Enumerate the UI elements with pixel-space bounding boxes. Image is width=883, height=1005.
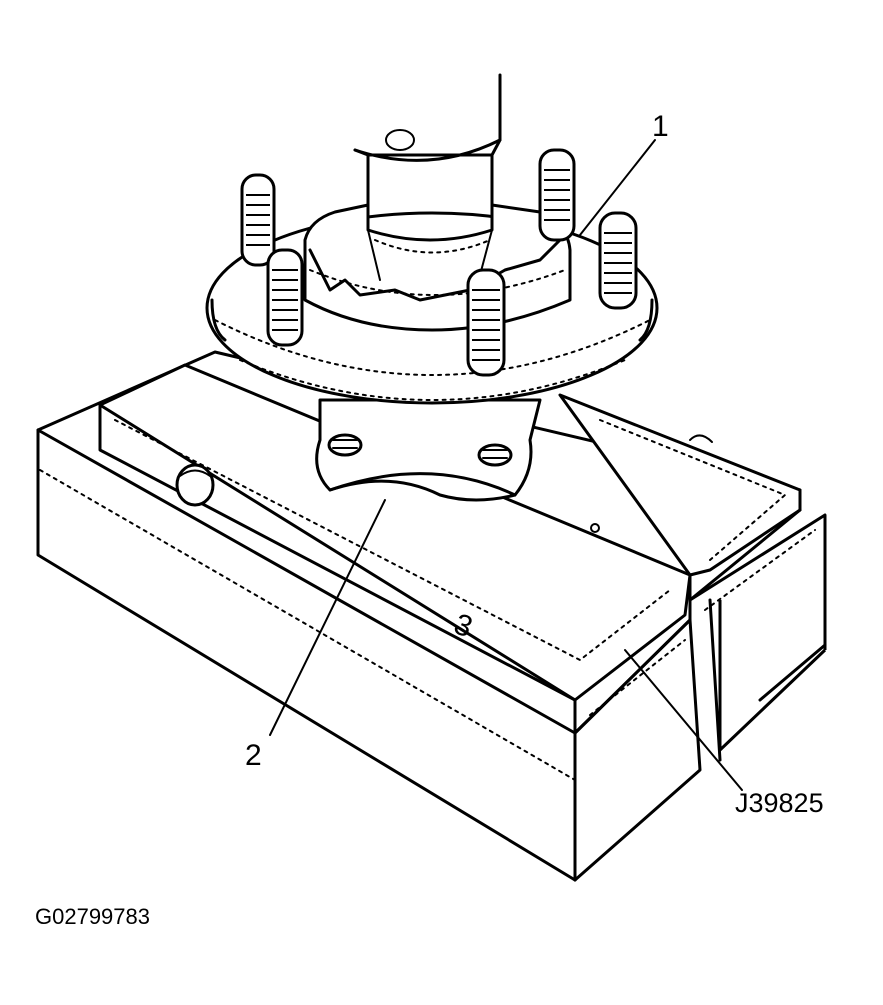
callout-1-label: 1	[652, 110, 669, 143]
wheel-stud-front-left	[266, 248, 304, 347]
callout-2-label: 2	[245, 739, 262, 772]
wheel-hub-assembly	[205, 73, 659, 502]
tool-number-label: J39825	[735, 788, 824, 818]
leader-line-bearing	[269, 499, 386, 736]
wheel-stud-far-right	[598, 211, 638, 310]
leader-line-tool	[624, 649, 743, 791]
wheel-stud-rear-right	[538, 148, 576, 242]
wheel-stud-rear-left	[240, 173, 276, 267]
leader-lines	[269, 139, 743, 791]
j39825-press-block	[36, 350, 827, 882]
wheel-stud-front-center	[466, 268, 506, 377]
figure-id-label: G02799783	[35, 904, 150, 929]
leader-line-hub	[579, 139, 656, 236]
